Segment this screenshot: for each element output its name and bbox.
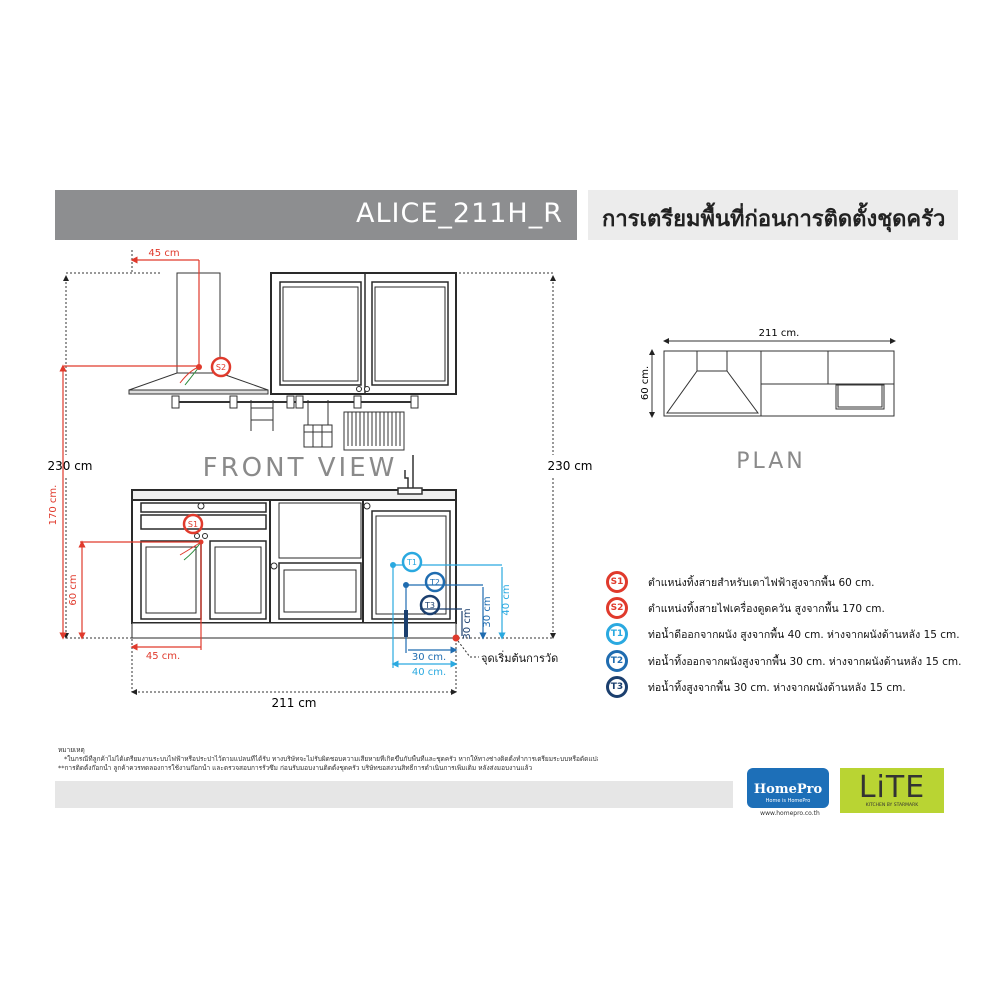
model-header: ALICE_211H_R (55, 190, 577, 240)
stove-height-label: 60 cm (68, 574, 79, 605)
marker-s2: S2 (210, 356, 232, 378)
footer-bar (55, 781, 733, 808)
origin-point (452, 634, 460, 642)
faucet (397, 455, 423, 495)
marker-s1: S1 (182, 513, 204, 535)
notes: หมายเหตุ *ในกรณีที่ลูกค้าไม่ได้เตรียมงาน… (58, 746, 598, 773)
marker-t1: T1 (401, 551, 423, 573)
notes-line-2: **การติดตั้งก๊อกน้ำ ลูกค้าควรทดลองการใช้… (58, 764, 533, 772)
plan-view (649, 338, 896, 418)
utensil-rail (171, 395, 419, 451)
svg-text:T1: T1 (406, 558, 417, 567)
t2-offset-label: 30 cm. (412, 652, 446, 663)
notes-title: หมายเหตุ (58, 746, 85, 754)
marker-t2: T2 (424, 571, 446, 593)
svg-text:T2: T2 (429, 578, 440, 587)
plan-label: PLAN (736, 449, 806, 474)
t3-height-label: 30 cm (462, 608, 473, 639)
t1-offset-label: 40 cm. (412, 667, 446, 678)
t1-height-label: 40 cm (501, 584, 512, 615)
width-label: 211 cm (271, 696, 316, 710)
electrical-dimensions (59, 256, 202, 651)
plan-width-label: 211 cm. (759, 328, 800, 339)
stove-offset-label: 45 cm. (146, 651, 180, 662)
hood-height-label: 170 cm. (48, 485, 59, 526)
drain-pipe (404, 610, 408, 637)
front-view-label: FRONT VIEW (203, 453, 398, 483)
page-title: การเตรียมพื้นที่ก่อนการติดตั้งชุดครัว (602, 207, 946, 232)
t2-height-label: 30 cm (482, 596, 493, 627)
title-header: การเตรียมพื้นที่ก่อนการติดตั้งชุดครัว (588, 190, 958, 240)
svg-text:T3: T3 (424, 601, 435, 610)
plan-depth-label: 60 cm. (640, 366, 651, 400)
s2-point (196, 364, 202, 370)
svg-text:S1: S1 (188, 520, 198, 529)
homepro-url: www.homepro.co.th (760, 810, 820, 817)
origin-label: จุดเริ่มต้นการวัด (481, 650, 558, 665)
notes-line-1: *ในกรณีที่ลูกค้าไม่ได้เตรียมงานระบบไฟฟ้า… (64, 755, 598, 763)
upper-cabinets (270, 272, 457, 395)
height-left-label: 230 cm (47, 459, 92, 473)
height-right-label: 230 cm (547, 459, 592, 473)
model-name: ALICE_211H_R (356, 198, 563, 229)
s1-point (198, 539, 204, 545)
marker-t3: T3 (419, 594, 441, 616)
svg-text:S2: S2 (216, 363, 226, 372)
hood-offset-label: 45 cm (148, 248, 179, 259)
